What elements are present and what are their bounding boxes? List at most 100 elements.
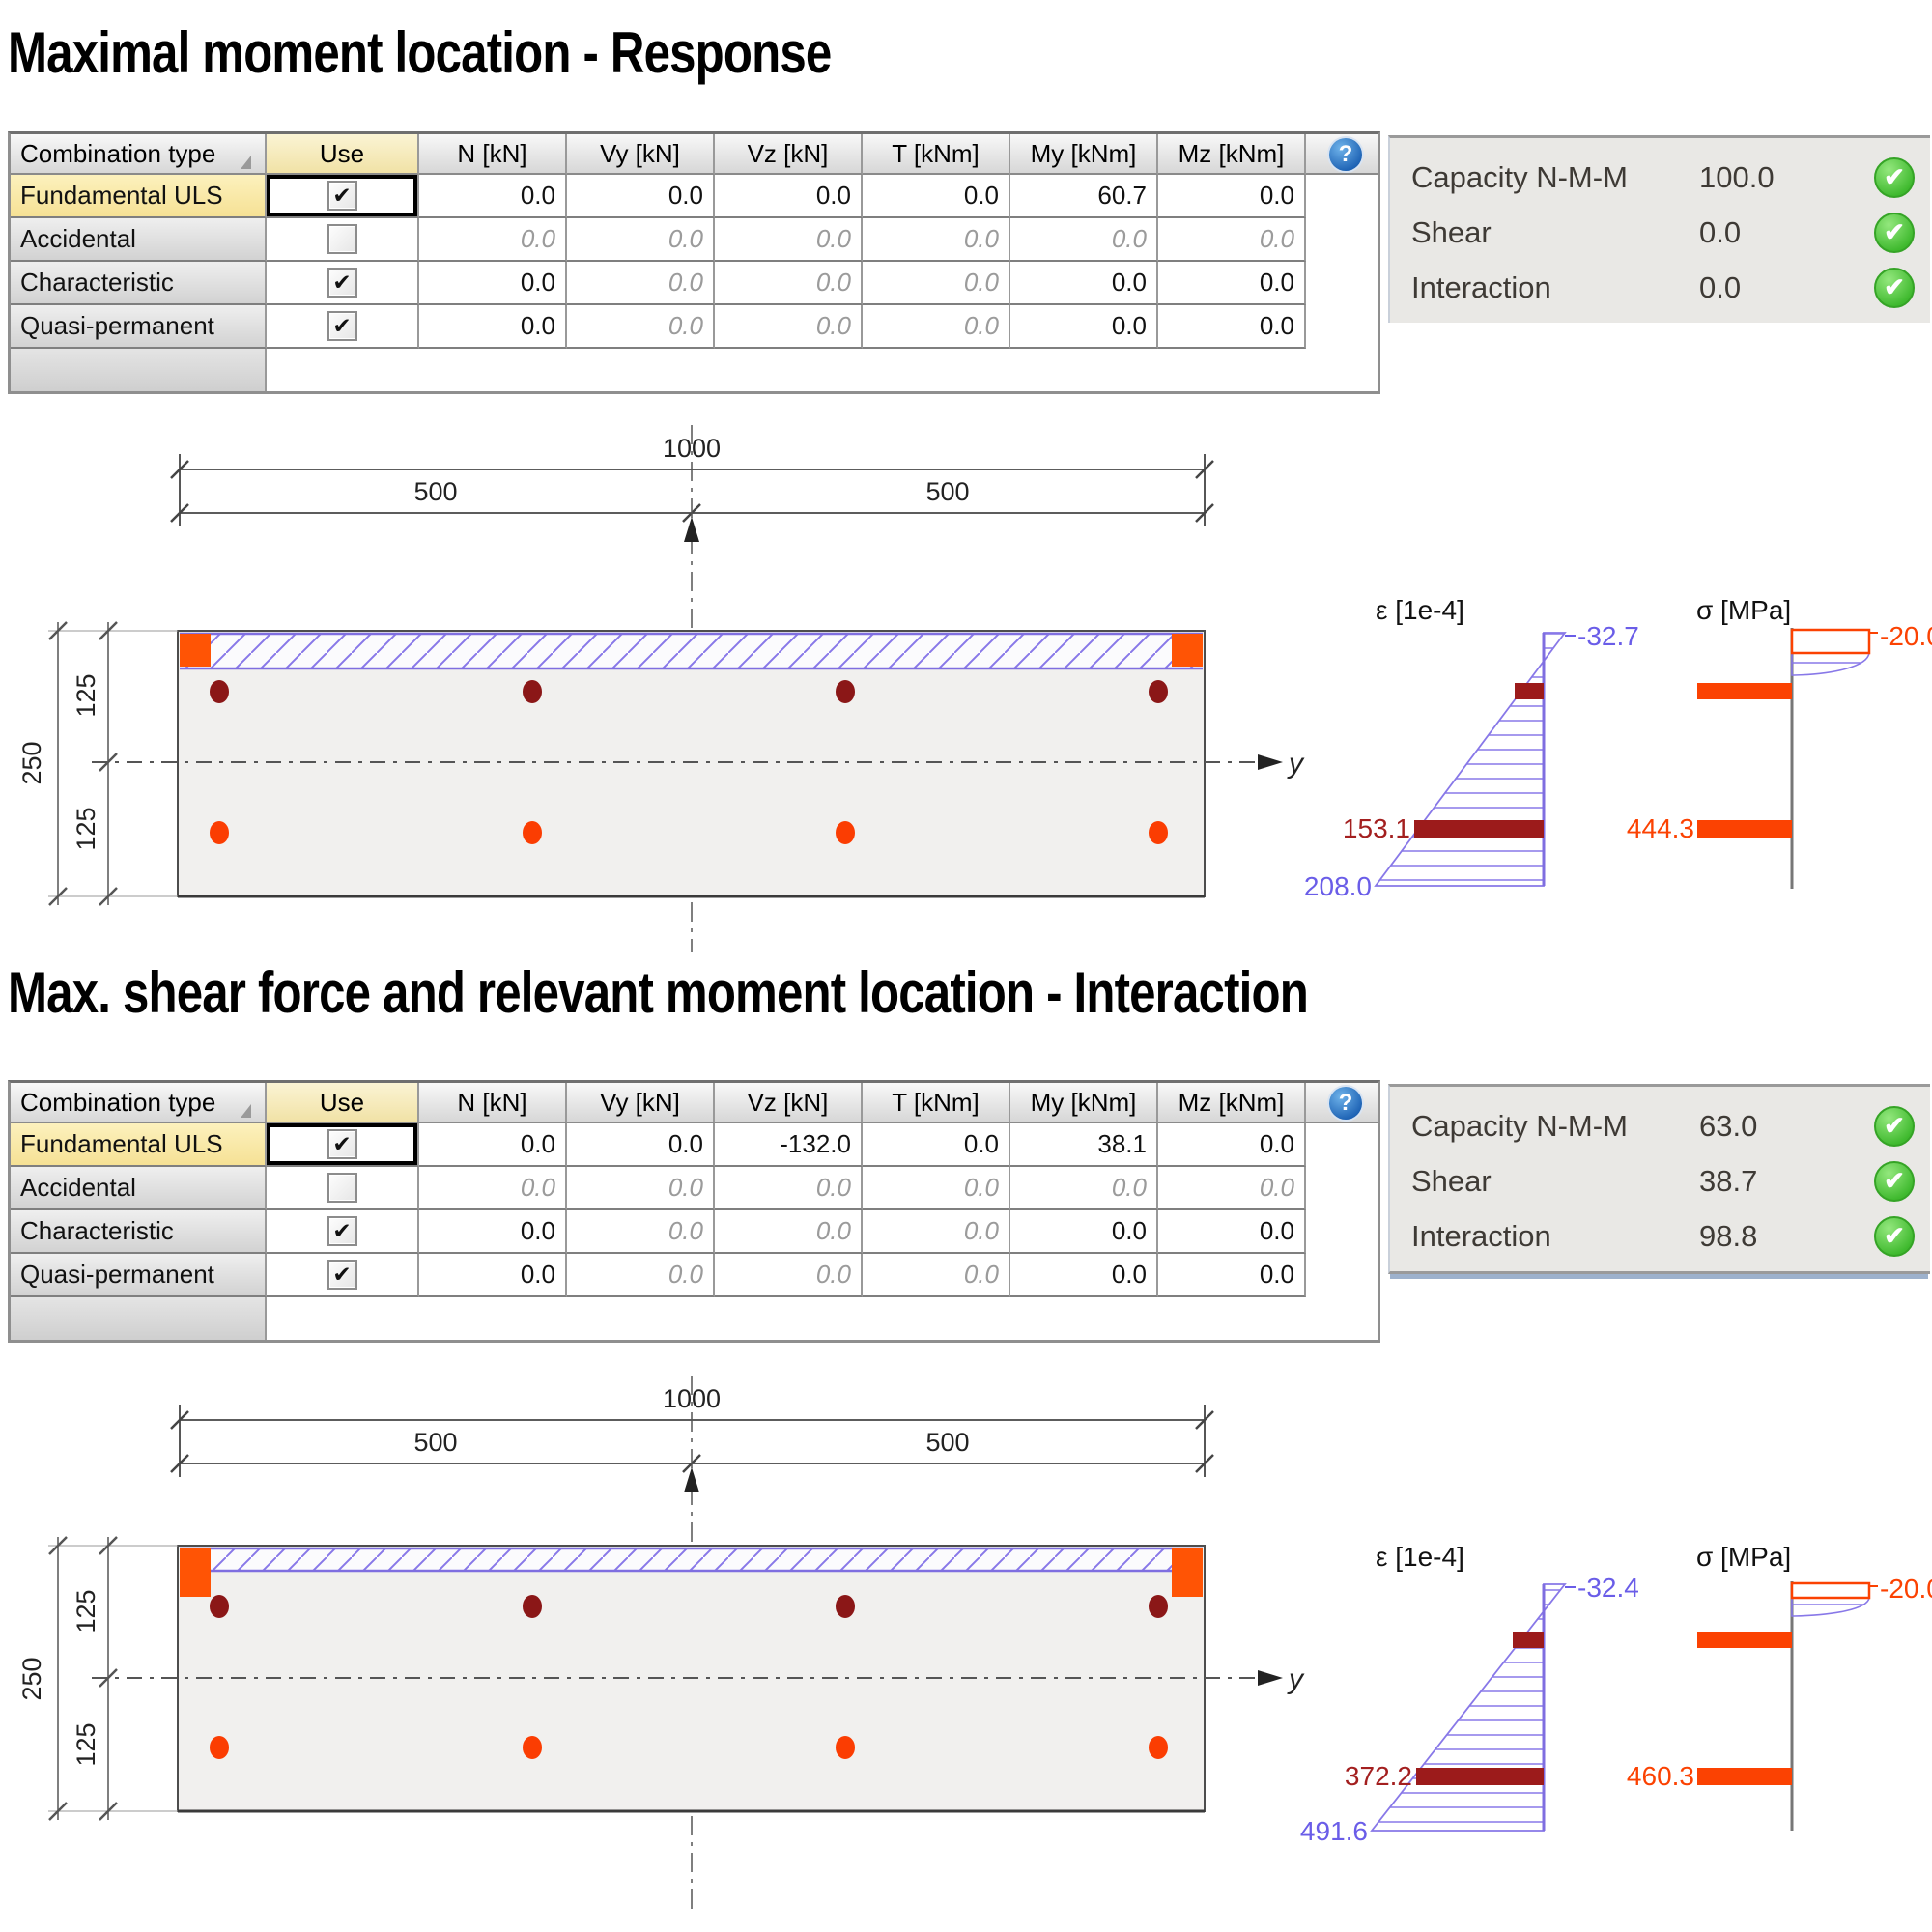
strain-diagram (1374, 632, 1576, 887)
cell-mz: 0.0 (1158, 1167, 1306, 1210)
cell-mz: 0.0 (1158, 1254, 1306, 1297)
column-header-vz[interactable]: Vz [kN] (715, 1083, 863, 1123)
column-header-vy[interactable]: Vy [kN] (567, 134, 715, 175)
column-header-vz[interactable]: Vz [kN] (715, 134, 863, 175)
checkbox-unchecked-icon[interactable] (327, 224, 357, 254)
stress-concrete-value: -20.0 (1880, 1574, 1932, 1604)
use-checkbox-cell[interactable]: ✔ (267, 175, 419, 218)
cell-my: 38.1 (1010, 1123, 1158, 1167)
row-label-characteristic[interactable]: Characteristic (11, 262, 267, 305)
use-checkbox-cell[interactable]: ✔ (267, 305, 419, 349)
cell-n: 0.0 (419, 175, 567, 218)
cell-vy: 0.0 (567, 262, 715, 305)
rebar-row-bottom (210, 821, 1168, 844)
cell-vy: 0.0 (567, 218, 715, 262)
checkbox-checked-icon[interactable]: ✔ (327, 1216, 357, 1246)
summary-row-shear: Shear 38.7 ✔ (1390, 1153, 1930, 1208)
column-header-t[interactable]: T [kNm] (863, 1083, 1010, 1123)
cell-n: 0.0 (419, 218, 567, 262)
row-label-characteristic[interactable]: Characteristic (11, 1210, 267, 1254)
column-header-mz[interactable]: Mz [kNm] (1158, 134, 1306, 175)
cell-vz: 0.0 (715, 1167, 863, 1210)
status-pass-icon: ✔ (1874, 1215, 1915, 1257)
use-checkbox-cell[interactable]: ✔ (267, 1254, 419, 1297)
y-axis (92, 1670, 1283, 1686)
bottom-rebar-strain-bar (1416, 1768, 1544, 1785)
strain-bottom-value: 491.6 (1300, 1816, 1368, 1846)
cell-n: 0.0 (419, 1210, 567, 1254)
use-checkbox-cell[interactable] (267, 218, 419, 262)
use-checkbox-cell[interactable]: ✔ (267, 262, 419, 305)
row-label-accidental[interactable]: Accidental (11, 1167, 267, 1210)
checkbox-unchecked-icon[interactable] (327, 1173, 357, 1203)
checkbox-checked-icon[interactable]: ✔ (327, 1260, 357, 1290)
cell-mz: 0.0 (1158, 218, 1306, 262)
cell-n: 0.0 (419, 1254, 567, 1297)
capacity-panel-response: Capacity N-M-M 100.0 ✔ Shear 0.0 ✔ Inter… (1388, 135, 1930, 323)
row-label-fundamental-uls[interactable]: Fundamental ULS (11, 175, 267, 218)
combination-table-response: Combination type Use N [kN] Vy [kN] Vz [… (8, 131, 1380, 394)
concrete-stress-curve (1791, 652, 1870, 676)
table-header-spacer: ? (1306, 134, 1378, 175)
y-axis-label: y (1287, 1663, 1305, 1695)
summary-value: 98.8 (1699, 1218, 1758, 1253)
stress-diagram (1697, 1581, 1878, 1831)
use-checkbox-cell[interactable] (267, 1167, 419, 1210)
stress-bottom-rebar-value: 460.3 (1627, 1761, 1694, 1791)
y-axis (92, 754, 1283, 770)
cross-section-drawing-response: 1000 500 500 (17, 425, 1932, 952)
column-header-my[interactable]: My [kNm] (1010, 134, 1158, 175)
column-header-use[interactable]: Use (267, 134, 419, 175)
column-header-n[interactable]: N [kN] (419, 134, 567, 175)
column-header-t[interactable]: T [kNm] (863, 134, 1010, 175)
cell-my: 0.0 (1010, 1167, 1158, 1210)
concrete-stress-block (1790, 628, 1871, 655)
summary-row-shear: Shear 0.0 ✔ (1390, 205, 1930, 260)
checkbox-checked-icon[interactable]: ✔ (327, 311, 357, 341)
table-footer-label-strip (11, 349, 267, 391)
column-header-combination-type[interactable]: Combination type (11, 1083, 267, 1123)
summary-label: Capacity N-M-M (1411, 159, 1628, 194)
cell-vz: 0.0 (715, 1210, 863, 1254)
column-header-my[interactable]: My [kNm] (1010, 1083, 1158, 1123)
table-right-spacer (1306, 175, 1378, 391)
stirrup-corner-left (180, 634, 211, 667)
summary-row-interaction: Interaction 0.0 ✔ (1390, 260, 1930, 315)
cell-n: 0.0 (419, 305, 567, 349)
row-label-accidental[interactable]: Accidental (11, 218, 267, 262)
column-header-mz[interactable]: Mz [kNm] (1158, 1083, 1306, 1123)
summary-value: 0.0 (1699, 270, 1742, 304)
column-header-combination-type[interactable]: Combination type (11, 134, 267, 175)
cell-mz: 0.0 (1158, 305, 1306, 349)
column-header-vy[interactable]: Vy [kN] (567, 1083, 715, 1123)
cell-t: 0.0 (863, 1210, 1010, 1254)
top-rebar-stress-bar (1697, 683, 1792, 699)
dim-height-label: 250 (17, 741, 46, 784)
help-icon[interactable]: ? (1329, 138, 1362, 171)
row-label-quasi-permanent[interactable]: Quasi-permanent (11, 305, 267, 349)
column-header-n[interactable]: N [kN] (419, 1083, 567, 1123)
row-label-quasi-permanent[interactable]: Quasi-permanent (11, 1254, 267, 1297)
checkbox-checked-icon[interactable]: ✔ (327, 268, 357, 298)
use-checkbox-cell[interactable]: ✔ (267, 1210, 419, 1254)
help-icon[interactable]: ? (1329, 1087, 1362, 1120)
summary-label: Shear (1411, 214, 1492, 249)
row-label-fundamental-uls[interactable]: Fundamental ULS (11, 1123, 267, 1167)
cell-t: 0.0 (863, 262, 1010, 305)
dimension-lines-left (48, 1536, 178, 1821)
use-checkbox-cell[interactable]: ✔ (267, 1123, 419, 1167)
column-header-use[interactable]: Use (267, 1083, 419, 1123)
table-footer-label-strip (11, 1297, 267, 1340)
checkbox-checked-icon[interactable]: ✔ (327, 1129, 357, 1159)
bottom-rebar-stress-bar (1697, 820, 1792, 838)
cell-t: 0.0 (863, 175, 1010, 218)
stirrup-corner-right (1172, 1548, 1203, 1597)
rebar-row-top (210, 680, 1168, 703)
bottom-rebar-strain-bar (1414, 820, 1544, 838)
cell-t: 0.0 (863, 218, 1010, 262)
summary-value: 38.7 (1699, 1163, 1758, 1198)
dim-left-label: 500 (413, 477, 457, 506)
cell-n: 0.0 (419, 1123, 567, 1167)
checkbox-checked-icon[interactable]: ✔ (327, 181, 357, 211)
